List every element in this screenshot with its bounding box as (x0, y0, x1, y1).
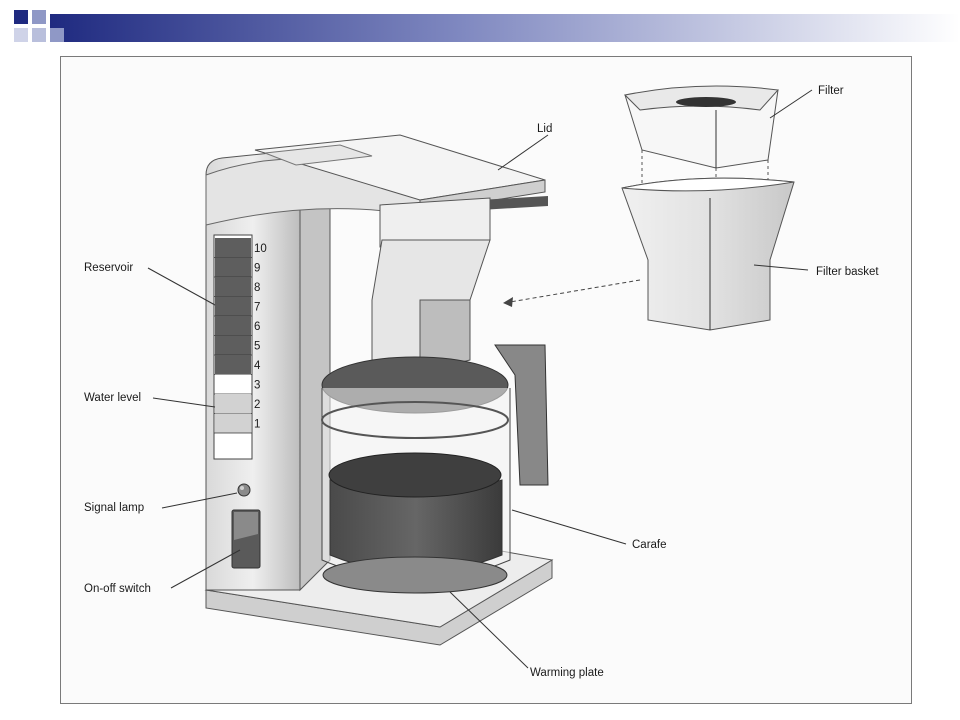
label-filter: Filter (818, 85, 844, 97)
water-scale-tick: 10 (254, 243, 267, 255)
water-scale-tick: 7 (254, 302, 260, 314)
water-window-segment (215, 296, 251, 316)
water-scale-tick: 5 (254, 341, 260, 353)
leader-lines (147, 89, 813, 669)
diagram-labels: Lid Filter Filter basket Reservoir Water… (84, 85, 879, 679)
warming-plate (322, 556, 508, 594)
water-scale-tick: 2 (254, 399, 260, 411)
label-filter-basket: Filter basket (816, 266, 879, 278)
water-window-segment (215, 374, 251, 394)
carafe (321, 344, 549, 581)
header-square-light-1 (32, 10, 46, 24)
filter-holder (371, 197, 491, 373)
label-water-level: Water level (84, 392, 141, 404)
insert-arrow (503, 279, 641, 307)
label-carafe: Carafe (632, 539, 667, 551)
water-scale-tick: 6 (254, 321, 260, 333)
header-square-light-2 (32, 28, 46, 42)
water-window-segment (215, 238, 251, 258)
label-signal-lamp: Signal lamp (84, 502, 144, 514)
water-level-window: 10 9 8 7 6 5 4 3 2 1 (213, 234, 267, 460)
water-window-segment (215, 413, 251, 433)
slide-header-decoration (14, 10, 960, 42)
water-scale-tick: 4 (254, 360, 261, 372)
water-window-segment (215, 355, 251, 375)
water-window-segment (215, 257, 251, 277)
water-window-segment (215, 316, 251, 336)
water-window-segment (215, 394, 251, 414)
header-square-light-4 (14, 28, 28, 42)
water-scale-tick: 9 (254, 263, 260, 275)
label-on-off-switch: On-off switch (84, 583, 151, 595)
signal-lamp (237, 483, 251, 497)
label-warming-plate: Warming plate (530, 667, 604, 679)
water-scale-tick: 1 (254, 419, 260, 431)
water-window-segment (215, 277, 251, 297)
label-lid: Lid (537, 123, 552, 135)
water-scale-tick: 3 (254, 380, 260, 392)
water-window-segment (215, 335, 251, 355)
label-reservoir: Reservoir (84, 262, 133, 274)
water-scale-tick: 8 (254, 282, 260, 294)
filter-basket (621, 177, 795, 331)
header-square-dark (14, 10, 28, 24)
header-square-light-3 (50, 28, 64, 42)
on-off-switch[interactable] (231, 509, 261, 569)
filter (623, 85, 780, 169)
header-gradient-bar (50, 14, 960, 42)
